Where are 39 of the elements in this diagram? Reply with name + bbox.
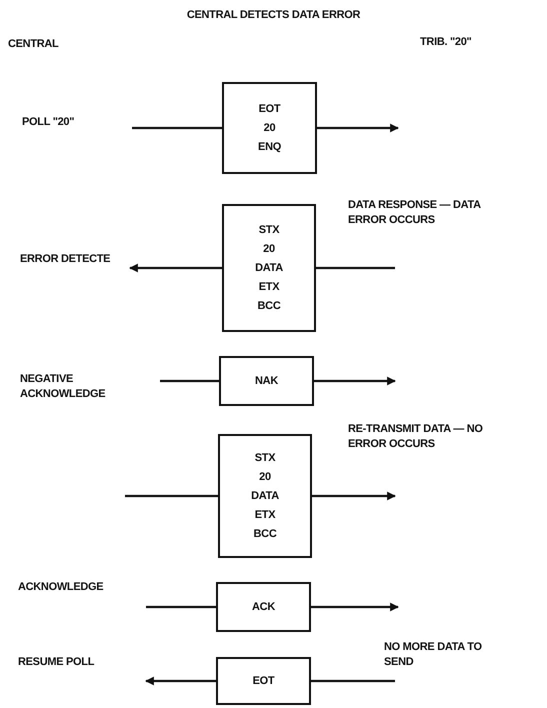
frame-field: STX xyxy=(254,448,276,468)
signal-label: ERROR DETECTE xyxy=(20,252,110,267)
frame-field: BCC xyxy=(258,296,280,316)
frame-field: EOT xyxy=(258,100,280,118)
frame-box xyxy=(219,356,314,406)
arrow xyxy=(145,676,216,686)
column-heading: CENTRAL xyxy=(8,37,60,52)
frame-box xyxy=(222,82,317,174)
signal-label: NEGATIVE ACKNOWLEDGE xyxy=(20,372,106,402)
frame-field: 20 xyxy=(259,468,271,486)
arrow xyxy=(311,602,399,612)
frame-box xyxy=(216,582,311,632)
frame-field: ACK xyxy=(252,598,275,616)
frame-box xyxy=(218,434,312,558)
frame-field: EOT xyxy=(252,672,274,690)
arrow xyxy=(314,376,396,386)
arrow xyxy=(317,124,399,132)
frame-field: DATA xyxy=(255,258,283,278)
signal-label: POLL "20" xyxy=(22,115,74,130)
frame-field: STX xyxy=(258,220,280,240)
frame-field: BCC xyxy=(254,524,276,544)
frame-field: ETX xyxy=(258,278,280,296)
annotation: NO MORE DATA TO SEND xyxy=(384,640,483,670)
signal-label: ACKNOWLEDGE xyxy=(18,580,104,595)
arrow xyxy=(312,492,396,500)
frame-field: ETX xyxy=(254,506,276,524)
frame-field: DATA xyxy=(251,486,279,506)
diagram-title: CENTRAL DETECTS DATA ERROR xyxy=(186,8,362,23)
frame-field: NAK xyxy=(255,372,278,390)
frame-box xyxy=(222,204,316,332)
signal-label: RESUME POLL xyxy=(18,655,94,670)
column-heading: TRIB. "20" xyxy=(420,35,472,50)
annotation: DATA RESPONSE — DATA ERROR OCCURS xyxy=(348,198,482,228)
frame-box xyxy=(216,657,311,705)
annotation: RE-TRANSMIT DATA — NO ERROR OCCURS xyxy=(348,422,484,452)
frame-field: 20 xyxy=(263,240,275,258)
arrow xyxy=(129,264,222,272)
frame-field: ENQ xyxy=(258,138,281,156)
frame-field: 20 xyxy=(264,118,276,138)
